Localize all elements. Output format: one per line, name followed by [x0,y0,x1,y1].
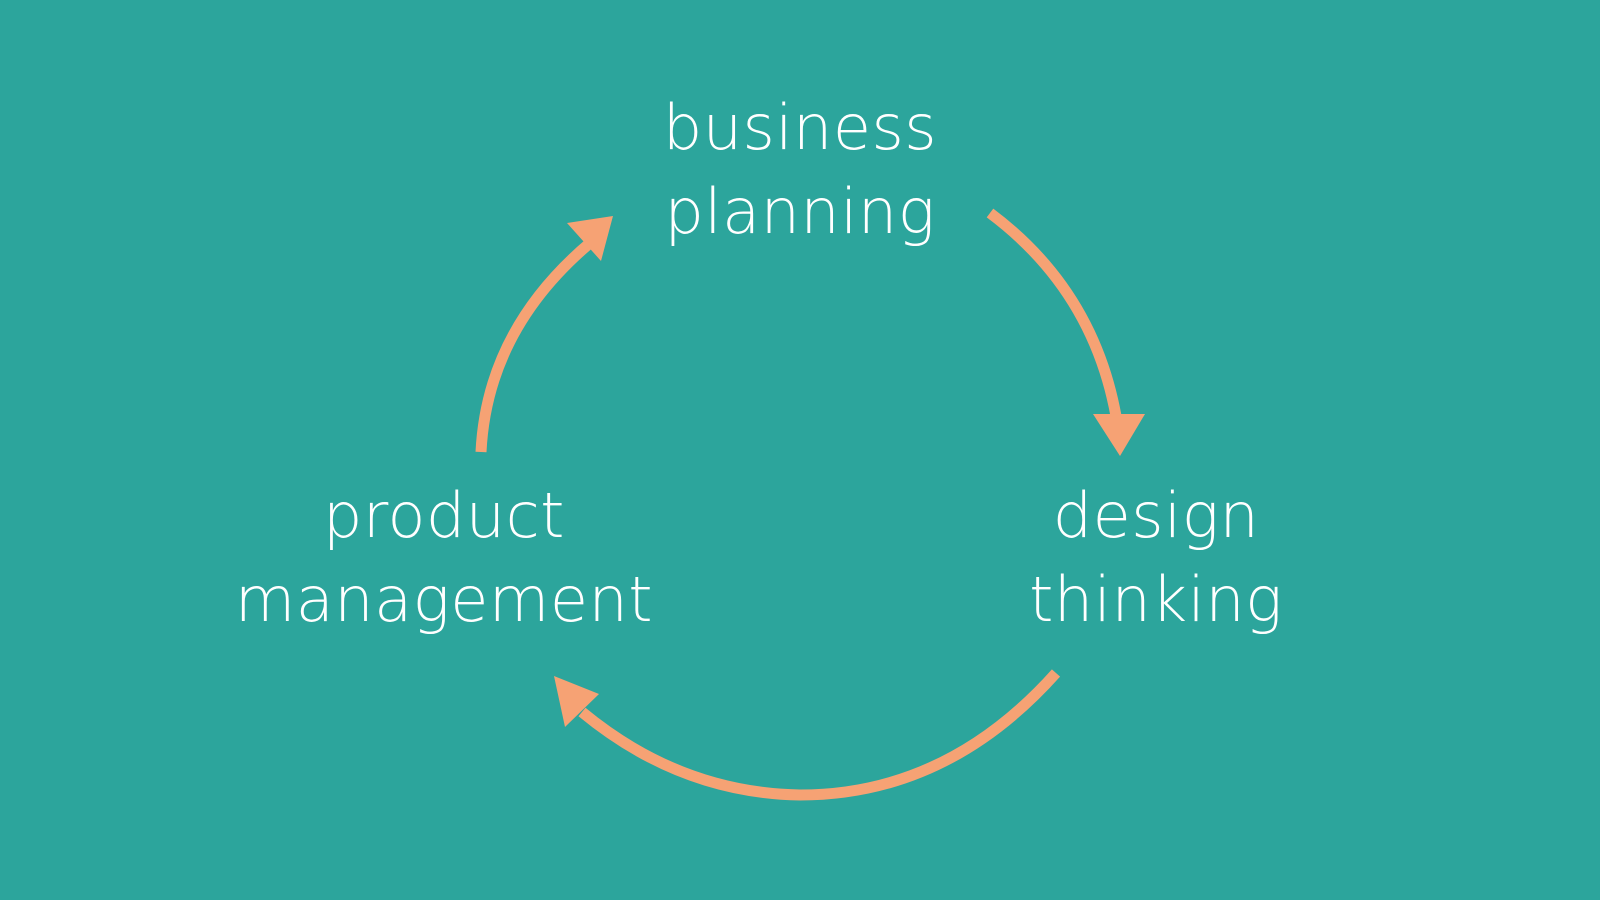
arrow-product-to-business [475,238,594,453]
arrowhead-design [1093,414,1145,456]
node-product-management-line2: management [234,563,654,636]
arrowhead-business [567,216,613,261]
node-business-planning: business planning [600,86,1000,254]
node-design-thinking-line1: design [1052,479,1260,552]
node-business-planning-line1: business [662,91,938,164]
node-product-management-line1: product [323,479,565,552]
node-business-planning-line2: planning [664,175,936,248]
arrow-business-to-design [986,208,1122,417]
arrow-design-to-product [578,669,1061,801]
arrowhead-product [554,676,599,727]
node-design-thinking-line2: thinking [1029,563,1283,636]
node-product-management: product management [194,474,694,642]
node-design-thinking: design thinking [956,474,1356,642]
